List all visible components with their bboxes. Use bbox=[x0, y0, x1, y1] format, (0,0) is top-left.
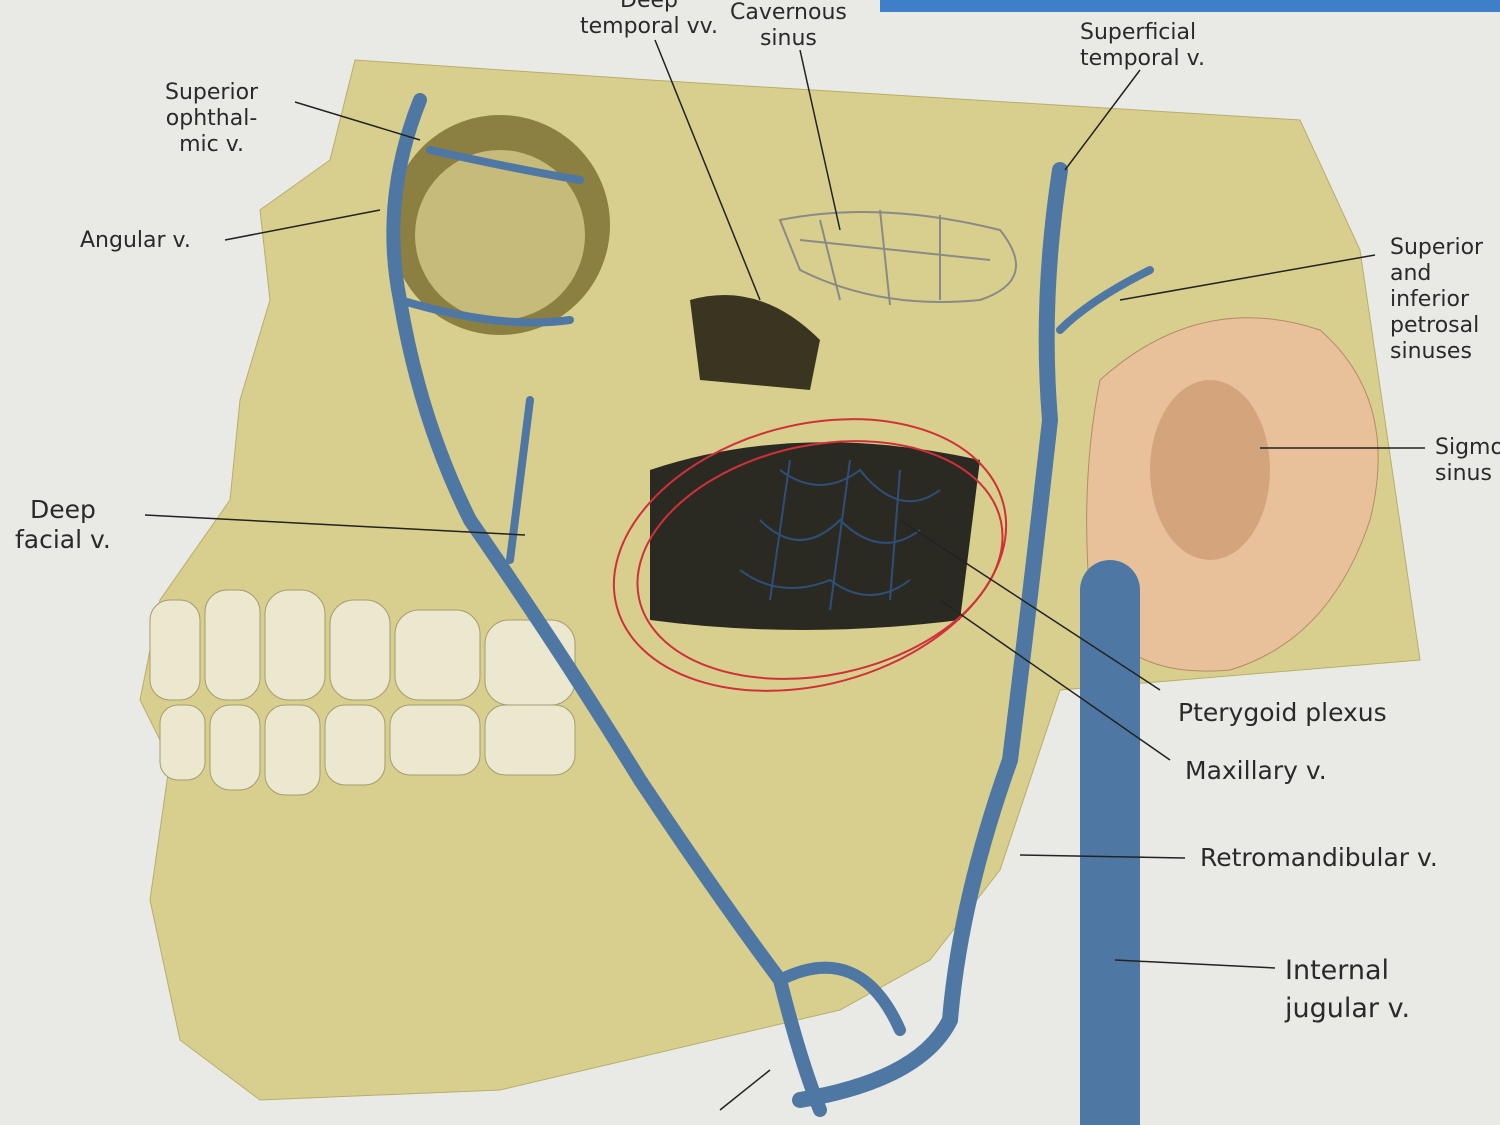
header-bar bbox=[880, 0, 1500, 12]
annotation-circle bbox=[612, 418, 1008, 692]
label-retromandibular-vein: Retromandibular v. bbox=[1200, 843, 1438, 872]
label-deep-temporal-veins: Deep temporal vv. bbox=[580, 0, 718, 39]
label-superior-ophthalmic-vein: Superior ophthal- mic v. bbox=[165, 80, 259, 157]
veins bbox=[386, 93, 1154, 1125]
label-sigmoid-sinus: Sigmoid sinus bbox=[1435, 435, 1500, 486]
label-pterygoid-plexus: Pterygoid plexus bbox=[1178, 698, 1387, 727]
label-superficial-temporal-vein: Superficial temporal v. bbox=[1080, 20, 1205, 71]
leader-lines bbox=[144, 39, 1425, 1111]
label-maxillary-vein: Maxillary v. bbox=[1185, 756, 1327, 785]
label-deep-facial-vein: Deep facial v. bbox=[15, 495, 111, 554]
label-petrosal-sinuses: Superior and inferior petrosal sinuses bbox=[1390, 235, 1484, 364]
pterygoid-plexus bbox=[739, 459, 941, 611]
label-internal-jugular-vein: Internal jugular v. bbox=[1285, 955, 1411, 1024]
label-cavernous-sinus: Cavernous sinus bbox=[730, 0, 847, 51]
cavernous-sinus bbox=[778, 209, 1017, 306]
label-angular-vein: Angular v. bbox=[80, 228, 191, 253]
teeth bbox=[149, 589, 576, 796]
fossa bbox=[690, 295, 820, 390]
